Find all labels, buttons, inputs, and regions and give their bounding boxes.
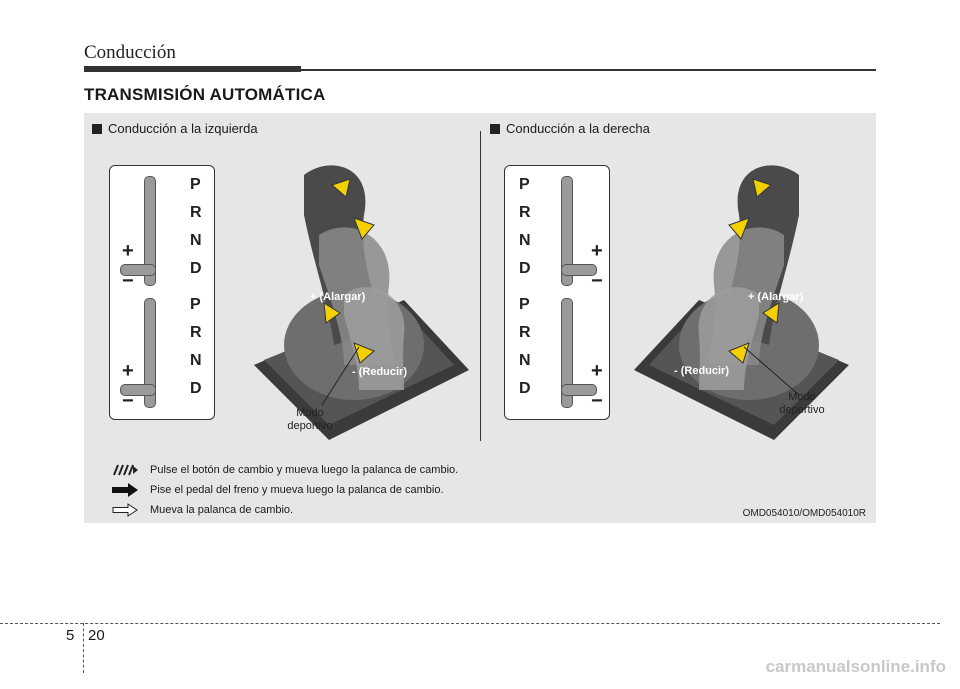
left-sport-mode-line2: deportivo bbox=[287, 420, 333, 432]
figure-reference-code: OMD054010/OMD054010R bbox=[742, 508, 866, 519]
gate-slot bbox=[144, 176, 156, 286]
watermark: carmanualsonline.info bbox=[765, 657, 946, 676]
outline-arrow-icon bbox=[112, 503, 138, 517]
left-shift-gate: P R N D + − P R N D + − bbox=[109, 165, 215, 420]
gate-side-slot bbox=[120, 384, 156, 396]
legend-row: Pise el pedal del freno y mueva luego la… bbox=[112, 483, 444, 497]
plus-sign: + bbox=[122, 360, 134, 382]
panel-divider bbox=[480, 131, 481, 441]
left-sport-mode-line1: Modo bbox=[296, 407, 324, 419]
header-rule-thin bbox=[301, 69, 876, 71]
footer-rule bbox=[0, 623, 940, 624]
legend-text: Pise el pedal del freno y mueva luego la… bbox=[150, 484, 444, 496]
legend-text: Pulse el botón de cambio y mueva luego l… bbox=[150, 464, 459, 476]
minus-sign: − bbox=[591, 390, 603, 412]
gate-letter-r: R bbox=[519, 324, 531, 341]
plus-sign: + bbox=[591, 240, 603, 262]
footer-chapter-number: 5 bbox=[66, 627, 75, 644]
minus-sign: − bbox=[122, 270, 134, 292]
right-shift-lever-illustration bbox=[634, 165, 849, 440]
gate-letter-n: N bbox=[190, 352, 202, 369]
shift-diagram-figure: Conducción a la izquierda P R N D + − P … bbox=[84, 113, 876, 523]
legend-text: Mueva la palanca de cambio. bbox=[150, 504, 294, 516]
gate-letter-n: N bbox=[190, 232, 202, 249]
gate-letter-p: P bbox=[190, 296, 201, 313]
left-panel-heading-text: Conducción a la izquierda bbox=[108, 121, 258, 136]
footer-rule-vertical bbox=[83, 623, 84, 673]
legend-row: Pulse el botón de cambio y mueva luego l… bbox=[112, 463, 458, 477]
gate-letter-r: R bbox=[190, 324, 202, 341]
right-plus-label: + (Alargar) bbox=[748, 291, 804, 303]
gate-slot bbox=[561, 176, 573, 286]
left-shift-lever-illustration bbox=[254, 165, 469, 440]
gate-slot bbox=[561, 298, 573, 408]
left-panel-heading: Conducción a la izquierda bbox=[92, 121, 258, 136]
square-bullet-icon bbox=[92, 123, 102, 134]
footer-page-number: 20 bbox=[88, 627, 105, 644]
gate-letter-p: P bbox=[519, 176, 530, 193]
section-title: TRANSMISIÓN AUTOMÁTICA bbox=[84, 85, 326, 104]
plus-sign: + bbox=[122, 240, 134, 262]
chapter-title: Conducción bbox=[84, 42, 176, 63]
gate-letter-d: D bbox=[190, 260, 202, 277]
gate-letter-d: D bbox=[519, 260, 531, 277]
header-rule-thick bbox=[84, 66, 301, 72]
gate-letter-d: D bbox=[519, 380, 531, 397]
right-panel-heading: Conducción a la derecha bbox=[490, 121, 650, 136]
left-sport-mode-label: Modo deportivo bbox=[280, 407, 340, 433]
right-sport-mode-line1: Modo bbox=[788, 391, 816, 403]
gate-side-slot bbox=[561, 264, 597, 276]
gate-letter-r: R bbox=[519, 204, 531, 221]
solid-arrow-icon bbox=[112, 483, 138, 497]
gate-letter-d: D bbox=[190, 380, 202, 397]
minus-sign: − bbox=[591, 270, 603, 292]
square-bullet-icon bbox=[490, 123, 500, 134]
legend-row: Mueva la palanca de cambio. bbox=[112, 503, 293, 517]
gate-slot bbox=[144, 298, 156, 408]
right-shift-gate: P R N D + − P R N D + − bbox=[504, 165, 610, 420]
gate-side-slot bbox=[561, 384, 597, 396]
left-minus-label: - (Reducir) bbox=[352, 366, 407, 378]
right-sport-mode-line2: deportivo bbox=[779, 404, 825, 416]
right-minus-label: - (Reducir) bbox=[674, 365, 729, 377]
gate-letter-r: R bbox=[190, 204, 202, 221]
hatched-arrow-icon bbox=[113, 464, 138, 476]
gate-letter-p: P bbox=[190, 176, 201, 193]
gate-letter-n: N bbox=[519, 232, 531, 249]
gate-side-slot bbox=[120, 264, 156, 276]
right-panel-heading-text: Conducción a la derecha bbox=[506, 121, 650, 136]
plus-sign: + bbox=[591, 360, 603, 382]
gate-letter-n: N bbox=[519, 352, 531, 369]
right-sport-mode-label: Modo deportivo bbox=[772, 391, 832, 417]
left-plus-label: + (Alargar) bbox=[310, 291, 366, 303]
gate-letter-p: P bbox=[519, 296, 530, 313]
minus-sign: − bbox=[122, 390, 134, 412]
